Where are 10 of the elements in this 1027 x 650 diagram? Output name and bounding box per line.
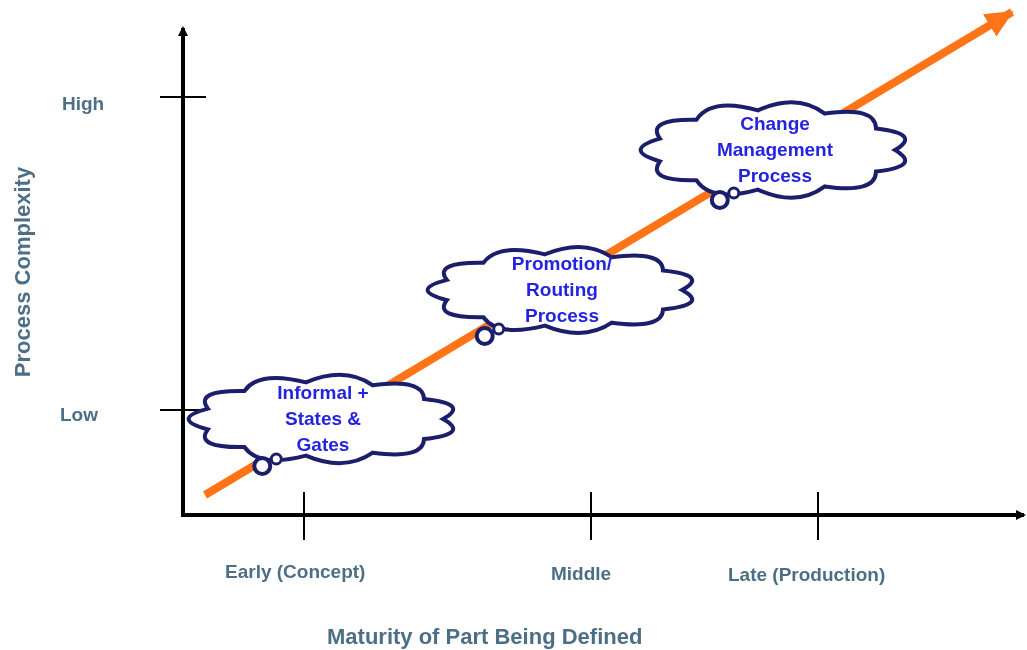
- axis-label: Late (Production): [728, 563, 886, 587]
- cloud-text: Promotion/ Routing Process: [510, 252, 614, 328]
- axis-label: Early (Concept): [225, 560, 366, 584]
- cloud-text: Change Management Process: [715, 112, 835, 188]
- axis-label: High: [62, 92, 105, 116]
- axis-label: Middle: [551, 562, 612, 586]
- axis-title: Process Complexity: [8, 166, 36, 378]
- cloud-text: Informal + States & Gates: [276, 381, 370, 457]
- axis-title: Maturity of Part Being Defined: [327, 623, 643, 650]
- axis-label: Low: [60, 403, 98, 427]
